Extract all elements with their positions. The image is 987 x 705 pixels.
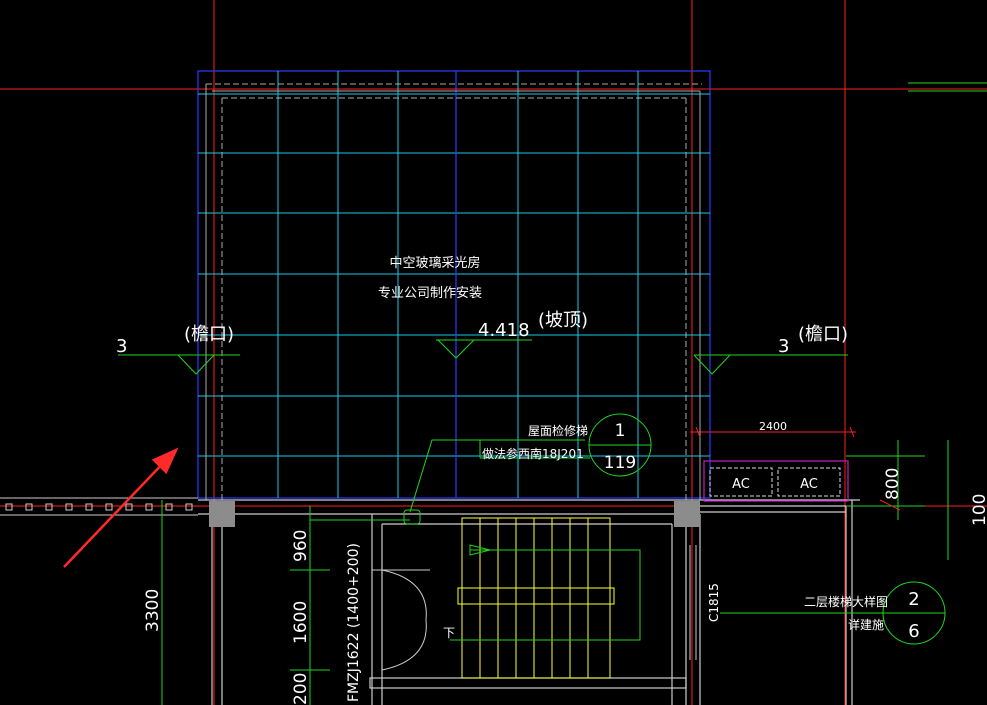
ladder-label-1: 屋面检修梯 bbox=[528, 423, 588, 438]
elevation-left-note: (檐口) bbox=[184, 324, 234, 345]
stair-circle-bottom: 6 bbox=[908, 621, 919, 642]
rail-square bbox=[65, 503, 73, 511]
ac-left-label: AC bbox=[732, 477, 750, 492]
column-left bbox=[209, 501, 235, 527]
ac-unit-right bbox=[777, 467, 841, 497]
window-c1815 bbox=[689, 545, 697, 660]
elevation-left-value: 3 bbox=[116, 336, 127, 357]
rail-square bbox=[105, 503, 113, 511]
rail-square bbox=[5, 503, 13, 511]
stair-down-label: 下 bbox=[443, 626, 455, 640]
dim-2400-text: 2400 bbox=[759, 420, 787, 433]
rail-square bbox=[25, 503, 33, 511]
rail-square bbox=[85, 503, 93, 511]
elevation-marker-right bbox=[693, 354, 848, 375]
dim-2400-line bbox=[695, 426, 855, 438]
skylight-label-2: 专业公司制作安装 bbox=[378, 286, 482, 301]
rail-square bbox=[165, 503, 173, 511]
elevation-right-note: (檐口) bbox=[798, 324, 848, 345]
elevation-center-value: 4.418 bbox=[478, 320, 530, 341]
dim-960-text: 960 bbox=[291, 530, 311, 562]
right-dimension-lines bbox=[846, 440, 949, 560]
left-dimension-lines bbox=[161, 500, 410, 705]
double-door bbox=[372, 569, 430, 671]
eave-outline bbox=[205, 83, 702, 500]
parapet-rail bbox=[0, 497, 198, 516]
dim-3300-text: 3300 bbox=[143, 589, 163, 632]
dim-800-text: 800 bbox=[883, 468, 903, 500]
rail-square bbox=[145, 503, 153, 511]
ac-right-label: AC bbox=[800, 477, 818, 492]
parapet-rail-squares bbox=[5, 503, 193, 511]
elevation-marker-center bbox=[436, 339, 532, 359]
stair-circle-top: 2 bbox=[908, 589, 919, 610]
stair-detail-label-2: 详建施 bbox=[848, 617, 884, 632]
stair-detail-label-1: 二层楼梯大样图 bbox=[804, 594, 888, 609]
elevation-center-note: (坡顶) bbox=[538, 310, 588, 331]
ac-unit-group bbox=[703, 460, 849, 502]
window-label: C1815 bbox=[707, 583, 721, 622]
ladder-label-2: 做法参西南18J201 bbox=[482, 446, 584, 461]
wall-outline bbox=[198, 499, 860, 705]
elevation-right-value: 3 bbox=[778, 336, 789, 357]
rail-square bbox=[45, 503, 53, 511]
stair-detail-leader bbox=[720, 581, 946, 645]
rail-square bbox=[185, 503, 193, 511]
ladder-circle-top: 1 bbox=[615, 421, 626, 441]
pointer-arrow bbox=[63, 447, 179, 568]
dim-100-text: 100 bbox=[970, 494, 987, 526]
skylight-frame bbox=[197, 70, 711, 499]
stair-direction-arrows bbox=[450, 544, 641, 641]
skylight-label-1: 中空玻璃采光房 bbox=[389, 255, 480, 271]
door-label: FMZJ1622 (1400+200) bbox=[346, 543, 362, 702]
dim-1600-text: 1600 bbox=[291, 601, 311, 644]
ac-outer-box bbox=[703, 460, 849, 502]
stair bbox=[457, 517, 615, 679]
ladder-circle-bottom: 119 bbox=[604, 453, 636, 473]
rail-square bbox=[125, 503, 133, 511]
skylight-grid bbox=[198, 71, 710, 498]
ac-unit-left bbox=[709, 467, 773, 497]
dim-200-text: 200 bbox=[291, 673, 311, 705]
elevation-marker-left bbox=[118, 354, 240, 375]
column-right bbox=[674, 501, 700, 527]
ladder-leader bbox=[403, 413, 652, 525]
